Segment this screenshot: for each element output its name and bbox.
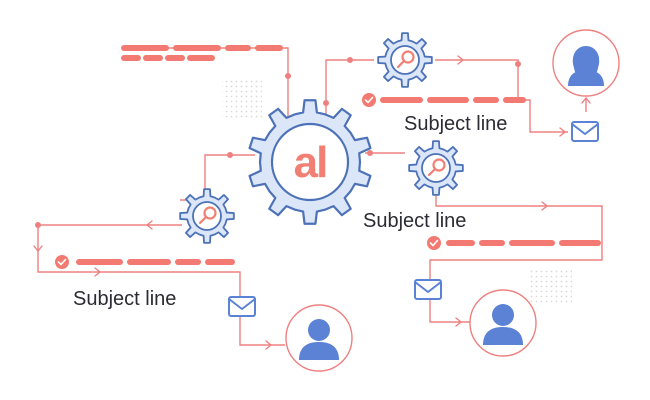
recipient-female bbox=[552, 29, 620, 97]
arrowheads bbox=[33, 55, 591, 350]
placeholder-text-bars bbox=[76, 45, 601, 265]
search-gear-left bbox=[179, 188, 235, 244]
check-circle-icon bbox=[427, 236, 441, 250]
dot-pattern bbox=[222, 80, 262, 120]
dot-pattern bbox=[530, 268, 572, 304]
envelope-icon bbox=[571, 121, 599, 142]
gear-icon: al bbox=[248, 99, 372, 225]
check-circle-icon bbox=[55, 255, 69, 269]
check-circle-icon bbox=[362, 93, 376, 107]
subject-line-label-top: Subject line bbox=[404, 113, 508, 135]
junction-dots bbox=[35, 57, 521, 228]
ai-logo: al bbox=[294, 138, 327, 187]
search-icon bbox=[427, 158, 446, 177]
subject-line-label-right: Subject line bbox=[363, 210, 467, 232]
subject-line-label-left: Subject line bbox=[73, 288, 177, 310]
user-female-icon bbox=[568, 46, 604, 86]
search-icon bbox=[198, 206, 217, 225]
envelope-icon bbox=[228, 296, 256, 317]
recipient-right bbox=[469, 289, 537, 357]
user-icon bbox=[299, 319, 339, 360]
search-icon bbox=[396, 50, 415, 69]
search-gear-top bbox=[377, 32, 433, 88]
envelope-icon bbox=[414, 279, 442, 300]
user-icon bbox=[483, 304, 523, 345]
recipient-left bbox=[285, 304, 353, 372]
search-gear-right bbox=[408, 140, 464, 196]
